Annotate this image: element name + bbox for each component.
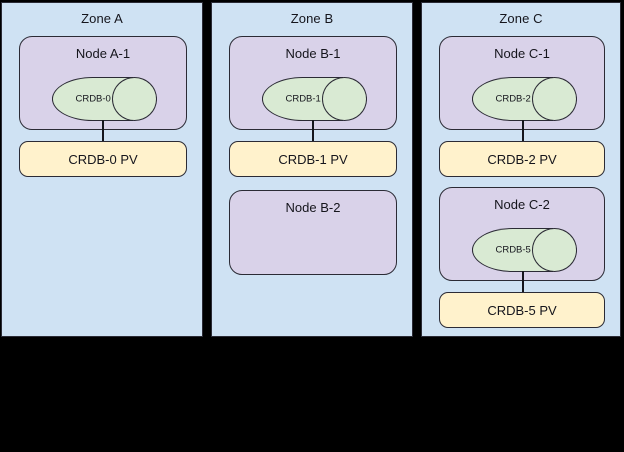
connector-line-b-1 xyxy=(312,120,314,144)
database-cylinder-crdb-0: CRDB-0 xyxy=(52,77,157,121)
database-label: CRDB-0 xyxy=(75,93,111,105)
pv-box-crdb-0: CRDB-0 PV xyxy=(19,141,187,177)
cylinder-cap xyxy=(321,77,367,121)
node-title: Node B-1 xyxy=(285,46,341,61)
zone-title: Zone C xyxy=(499,11,543,26)
zone-panel-b: Zone B Node B-1 CRDB-1 CRDB-1 PV Node B-… xyxy=(211,2,413,337)
database-cylinder-crdb-5: CRDB-5 xyxy=(472,228,577,272)
node-title: Node A-1 xyxy=(75,46,131,61)
pv-box-crdb-5: CRDB-5 PV xyxy=(439,292,605,328)
database-label: CRDB-5 xyxy=(495,244,531,256)
node-title: Node C-2 xyxy=(494,197,550,212)
node-box-a-1: Node A-1 CRDB-0 xyxy=(19,36,187,130)
cylinder-cap xyxy=(111,77,157,121)
connector-line-c-2 xyxy=(522,271,524,295)
node-title: Node C-1 xyxy=(494,46,550,61)
database-cylinder-crdb-1: CRDB-1 xyxy=(262,77,367,121)
node-box-b-2: Node B-2 xyxy=(229,190,397,275)
database-cylinder-crdb-2: CRDB-2 xyxy=(472,77,577,121)
pv-label: CRDB-0 PV xyxy=(68,151,138,167)
pv-box-crdb-2: CRDB-2 PV xyxy=(439,141,605,177)
pv-box-crdb-1: CRDB-1 PV xyxy=(229,141,397,177)
pv-label: CRDB-1 PV xyxy=(278,151,348,167)
database-label: CRDB-2 xyxy=(495,93,531,105)
pv-label: CRDB-5 PV xyxy=(487,302,557,318)
zone-title: Zone A xyxy=(81,11,123,26)
database-label: CRDB-1 xyxy=(285,93,321,105)
cylinder-cap xyxy=(531,77,577,121)
zone-panel-c: Zone C Node C-1 CRDB-2 CRDB-2 PV Node C-… xyxy=(421,2,621,337)
cylinder-cap xyxy=(531,228,577,272)
zone-panel-a: Zone A Node A-1 CRDB-0 CRDB-0 PV xyxy=(1,2,203,337)
connector-line-c-1 xyxy=(522,120,524,144)
zone-title: Zone B xyxy=(290,11,334,26)
connector-line-a-1 xyxy=(102,120,104,144)
node-box-c-2: Node C-2 CRDB-5 xyxy=(439,187,605,281)
pv-label: CRDB-2 PV xyxy=(487,151,557,167)
node-box-b-1: Node B-1 CRDB-1 xyxy=(229,36,397,130)
node-title: Node B-2 xyxy=(285,200,341,215)
node-box-c-1: Node C-1 CRDB-2 xyxy=(439,36,605,130)
